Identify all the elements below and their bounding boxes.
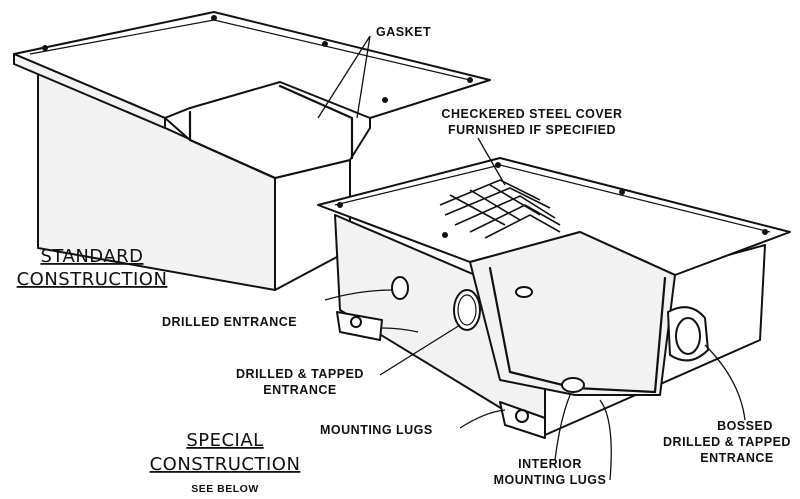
mounting-lug-hole xyxy=(515,409,529,423)
leader-interior xyxy=(554,394,571,461)
leader-checkered xyxy=(477,137,506,186)
label-drilled-tapped-line2: ENTRANCE xyxy=(263,383,336,397)
label-see-below: SEE BELOW xyxy=(191,483,259,495)
standard-lid-bolt xyxy=(211,15,217,21)
label-checkered-line2: FURNISHED IF SPECIFIED xyxy=(448,123,616,137)
standard-lid-bolt xyxy=(467,77,473,83)
standard-box-cutaway-inner xyxy=(188,84,354,180)
drilled-tapped-entrance-thread xyxy=(457,294,477,326)
label-interior-line1: INTERIOR xyxy=(518,457,582,471)
label-interior-line2: MOUNTING LUGS xyxy=(494,473,607,487)
leader-drilled-entrance xyxy=(324,289,393,301)
leader-bossed xyxy=(704,344,746,421)
interior-lug xyxy=(515,286,533,298)
label-special-line1: SPECIAL xyxy=(186,430,263,451)
label-bossed-line1: BOSSED xyxy=(717,419,773,433)
label-checkered-line1: CHECKERED STEEL COVER xyxy=(441,107,622,121)
special-lid-bolt xyxy=(337,202,343,208)
leader-lines xyxy=(317,35,746,481)
special-box-interior xyxy=(469,231,676,396)
leader-mounting-lugs-1 xyxy=(459,409,506,429)
standard-lid-bolt xyxy=(322,41,328,47)
label-bossed-line2: DRILLED & TAPPED xyxy=(663,435,791,449)
special-lid-bolt xyxy=(442,232,448,238)
standard-lid-bolt xyxy=(382,97,388,103)
leader-drilled-tapped xyxy=(379,324,461,376)
special-lid-bolt xyxy=(619,189,625,195)
label-standard-line1: STANDARD xyxy=(40,246,143,267)
label-drilled-tapped-line1: DRILLED & TAPPED xyxy=(236,367,364,381)
leader-interior-2 xyxy=(599,399,612,481)
leader-mounting-lugs-2 xyxy=(381,327,419,333)
standard-lid-bolt xyxy=(42,45,48,51)
label-standard-line2: CONSTRUCTION xyxy=(17,269,168,290)
label-drilled-entrance: DRILLED ENTRANCE xyxy=(162,315,297,329)
drilled-entrance-hole xyxy=(391,276,409,300)
label-mounting-lugs: MOUNTING LUGS xyxy=(320,423,433,437)
special-lid-bolt xyxy=(495,162,501,168)
special-box xyxy=(317,157,791,439)
label-special-line2: CONSTRUCTION xyxy=(150,454,301,475)
label-bossed-line3: ENTRANCE xyxy=(700,451,773,465)
label-gasket: GASKET xyxy=(376,25,431,39)
standard-box-lid-rim xyxy=(13,53,166,129)
leader-gasket xyxy=(317,35,371,119)
checkered-cover-pattern xyxy=(439,179,561,239)
interior-lug xyxy=(561,377,585,393)
bossed-entrance-hole xyxy=(675,317,701,355)
standard-box xyxy=(13,11,491,291)
mounting-lug-hole xyxy=(350,316,362,328)
special-lid-bolt xyxy=(762,229,768,235)
